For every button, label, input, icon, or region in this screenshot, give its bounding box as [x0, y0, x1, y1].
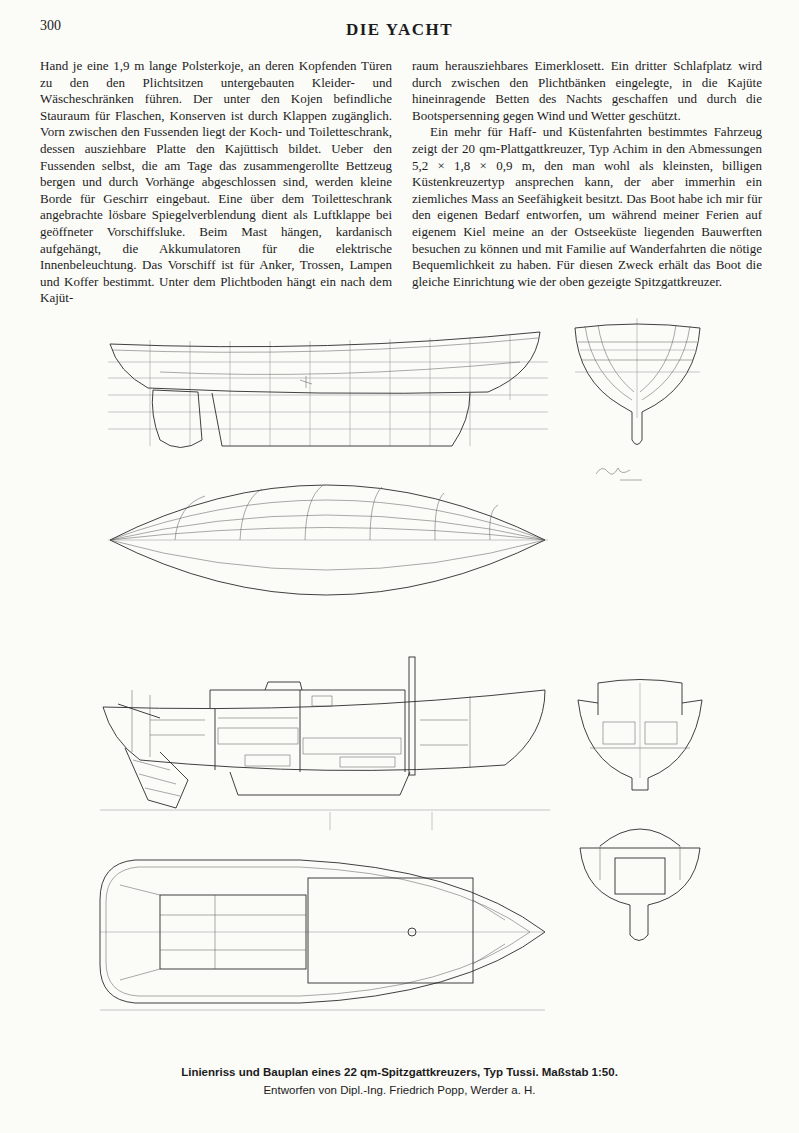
accommodation-plan [100, 860, 545, 1010]
designer-credit: Entworfen von Dipl.-Ing. Friedrich Popp,… [0, 1084, 799, 1096]
midship-sections [578, 680, 702, 941]
sheer-plan [108, 332, 548, 448]
body-paragraph: raum herausziehbares Eimerklosett. Ein d… [412, 58, 762, 124]
body-paragraph: Ein mehr für Haff- und Küstenfahrten bes… [412, 124, 762, 290]
body-plan [575, 318, 700, 480]
half-breadth-plan [108, 485, 548, 595]
page-header: DIE YACHT [0, 20, 799, 40]
page-number: 300 [40, 18, 100, 34]
body-paragraph: Hand je eine 1,9 m lange Polsterkoje, an… [40, 58, 392, 307]
figure-caption: Linienriss und Bauplan eines 22 qm-Spitz… [0, 1066, 799, 1078]
interior-profile [100, 657, 550, 830]
